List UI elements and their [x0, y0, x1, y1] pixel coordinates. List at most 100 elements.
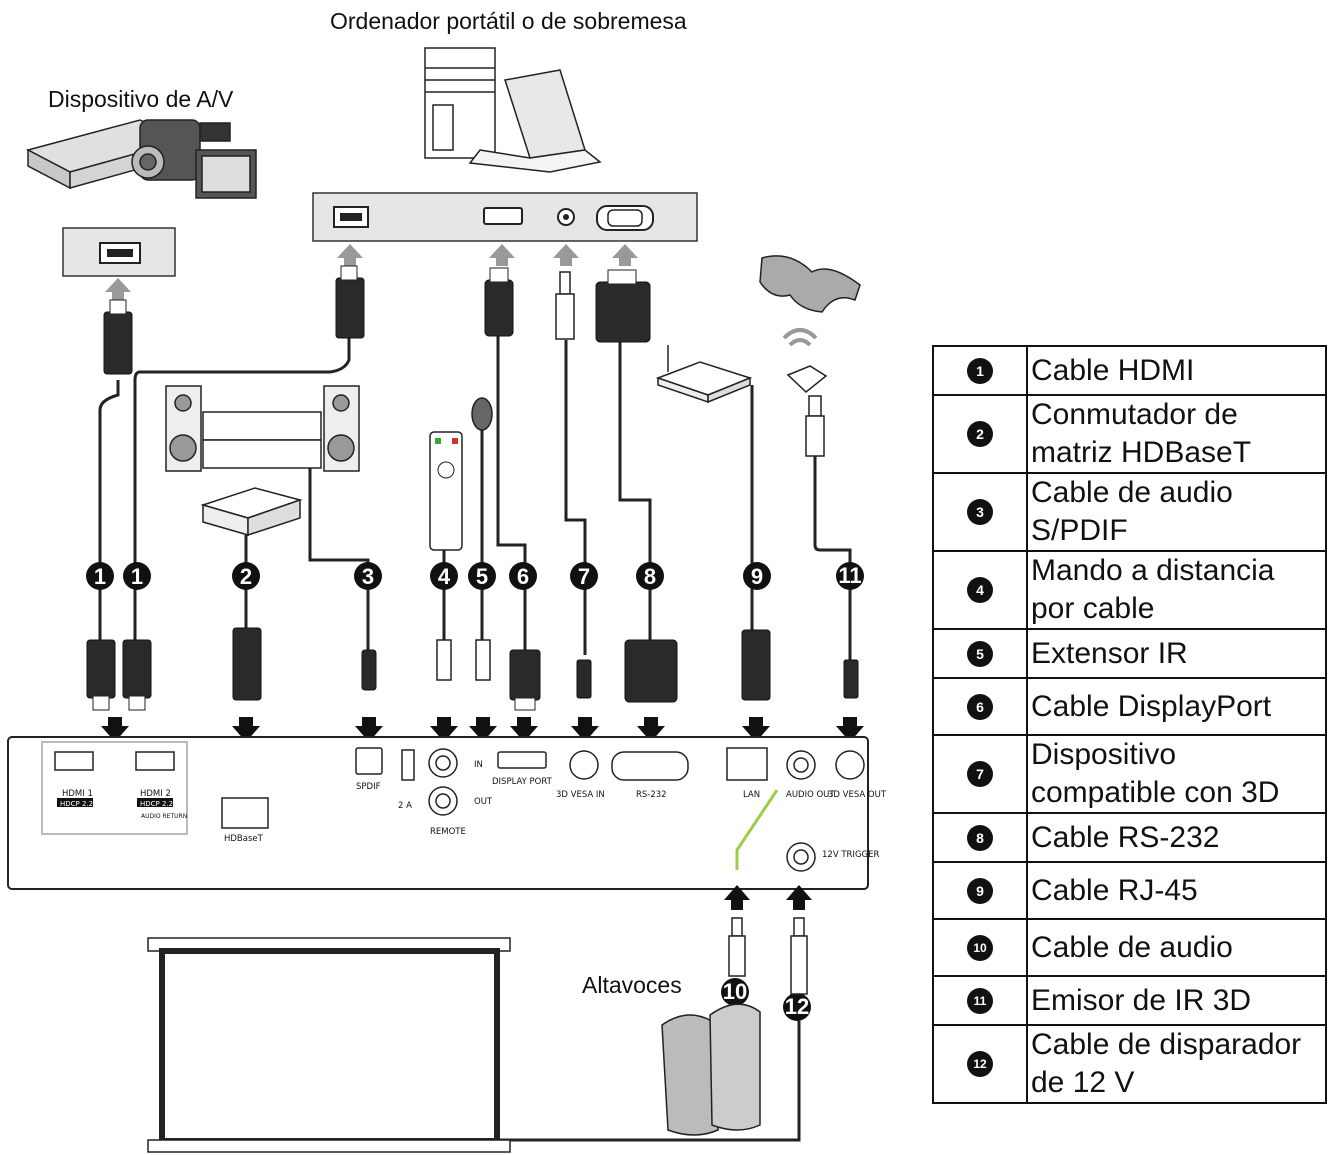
svg-text:8: 8 [644, 564, 656, 589]
speakers-icon [661, 1003, 761, 1136]
hdcp1-label: HDCP 2.2 [60, 800, 93, 808]
legend-badge: 5 [967, 640, 993, 667]
svg-text:9: 9 [751, 564, 763, 589]
legend-number: 7 [932, 734, 1028, 814]
cable-number-badges: 1 1 2 3 4 5 6 7 8 9 11 10 12 [86, 562, 864, 1021]
svg-text:3: 3 [362, 564, 374, 589]
projector-ports [54, 747, 865, 872]
port-rs232-label: RS-232 [636, 790, 667, 800]
legend-badge: 1 [967, 357, 993, 384]
av-device-label: Dispositivo de A/V [48, 86, 234, 112]
up-arrows [337, 244, 638, 266]
up-arrows-bottom [724, 885, 812, 910]
speakers-label: Altavoces [582, 972, 682, 998]
svg-text:1: 1 [131, 564, 143, 589]
port-usb-label: 2 A [398, 801, 412, 811]
legend-number: 3 [932, 472, 1028, 552]
legend-text: Emisor de IR 3D [1026, 975, 1327, 1026]
port-lan-label: LAN [743, 790, 760, 800]
ir-extender-icon [471, 397, 493, 431]
legend-text: Cable de audio S/PDIF [1026, 472, 1327, 552]
legend-text: Extensor IR [1026, 628, 1327, 679]
legend-badge: 11 [967, 987, 993, 1014]
audio-system-icon [165, 385, 360, 472]
legend-number: 12 [932, 1024, 1028, 1104]
laptop-icon [468, 69, 602, 173]
legend-badge: 4 [967, 577, 993, 603]
svg-text:4: 4 [438, 564, 451, 589]
svg-text:10: 10 [723, 979, 747, 1004]
port-in-label: IN [474, 760, 483, 770]
legend-row: 10 Cable de audio [932, 918, 1327, 977]
ir-emitter-icon [786, 365, 828, 457]
legend-row: 8 Cable RS-232 [932, 812, 1327, 863]
legend-text: Cable DisplayPort [1026, 677, 1327, 736]
remote-control-icon [429, 431, 463, 551]
legend-badge: 6 [967, 693, 993, 720]
svg-text:2: 2 [240, 564, 252, 589]
svg-text:7: 7 [578, 564, 590, 589]
legend-row: 6 Cable DisplayPort [932, 677, 1327, 736]
legend-text: Dispositivo compatible con 3D [1026, 734, 1327, 814]
legend-row: 7 Dispositivo compatible con 3D [932, 734, 1327, 814]
desktop-tower-icon [424, 47, 496, 159]
legend-row: 9 Cable RJ-45 [932, 861, 1327, 920]
port-remote-label: REMOTE [430, 827, 466, 837]
legend-text: Cable HDMI [1026, 345, 1327, 396]
legend-row: 12 Cable de disparador de 12 V [932, 1024, 1327, 1104]
legend-badge: 2 [967, 421, 993, 447]
port-hdmi2-label: HDMI 2 [140, 789, 171, 799]
port-audio-out-label: AUDIO OUT [786, 790, 835, 800]
legend-badge: 3 [967, 499, 993, 525]
legend-text: Cable RJ-45 [1026, 861, 1327, 920]
port-vesa-in-label: 3D VESA IN [556, 790, 605, 800]
legend-number: 10 [932, 918, 1028, 977]
legend-number: 1 [932, 345, 1028, 396]
svg-text:5: 5 [476, 564, 488, 589]
legend-number: 5 [932, 628, 1028, 679]
legend-row: 1 Cable HDMI [932, 345, 1327, 396]
projection-screen-icon [147, 937, 511, 1153]
legend-number: 9 [932, 861, 1028, 920]
legend-number: 4 [932, 550, 1028, 630]
legend-text: Cable RS-232 [1026, 812, 1327, 863]
port-vesa-out-label: 3D VESA OUT [828, 790, 887, 800]
legend-row: 11 Emisor de IR 3D [932, 975, 1327, 1026]
legend-text: Cable de disparador de 12 V [1026, 1024, 1327, 1104]
port-hdmi1-label: HDMI 1 [62, 789, 93, 799]
svg-text:1: 1 [94, 564, 106, 589]
port-trigger-label: 12V TRIGGER [822, 850, 879, 860]
legend-badge: 9 [967, 877, 993, 904]
port-hdbaset-label: HDBaseT [224, 834, 264, 844]
legend-badge: 7 [967, 761, 993, 787]
legend-row: 5 Extensor IR [932, 628, 1327, 679]
legend-number: 11 [932, 975, 1028, 1026]
wifi-signal-icon [782, 328, 818, 347]
legend-badge: 8 [967, 824, 993, 851]
svg-text:11: 11 [838, 563, 861, 588]
hdcp2-label: HDCP 2.2 [140, 800, 173, 808]
legend-table: 1 Cable HDMI 2 Conmutador de matriz HDBaseT… [932, 345, 1327, 1104]
legend-row: 4 Mando a distancia por cable [932, 550, 1327, 630]
legend-number: 8 [932, 812, 1028, 863]
legend-text: Mando a distancia por cable [1026, 550, 1327, 630]
computer-label: Ordenador portátil o de sobremesa [330, 8, 687, 34]
legend-number: 6 [932, 677, 1028, 736]
legend-number: 2 [932, 394, 1028, 474]
av-device-icon [25, 119, 257, 199]
legend-badge: 10 [967, 934, 993, 961]
legend-row: 3 Cable de audio S/PDIF [932, 472, 1327, 552]
svg-text:12: 12 [785, 994, 809, 1019]
port-out-label: OUT [474, 797, 493, 807]
legend-text: Cable de audio [1026, 918, 1327, 977]
svg-text:6: 6 [517, 564, 529, 589]
legend-text: Conmutador de matriz HDBaseT [1026, 394, 1327, 474]
port-displayport-label: DISPLAY PORT [492, 777, 553, 787]
3d-glasses-icon [759, 255, 861, 313]
port-spdif-label: SPDIF [356, 782, 381, 792]
audio-return-label: AUDIO RETURN [141, 813, 187, 820]
arrow-up-icon [105, 278, 131, 300]
legend-badge: 12 [967, 1051, 993, 1077]
router-icon [655, 345, 753, 404]
